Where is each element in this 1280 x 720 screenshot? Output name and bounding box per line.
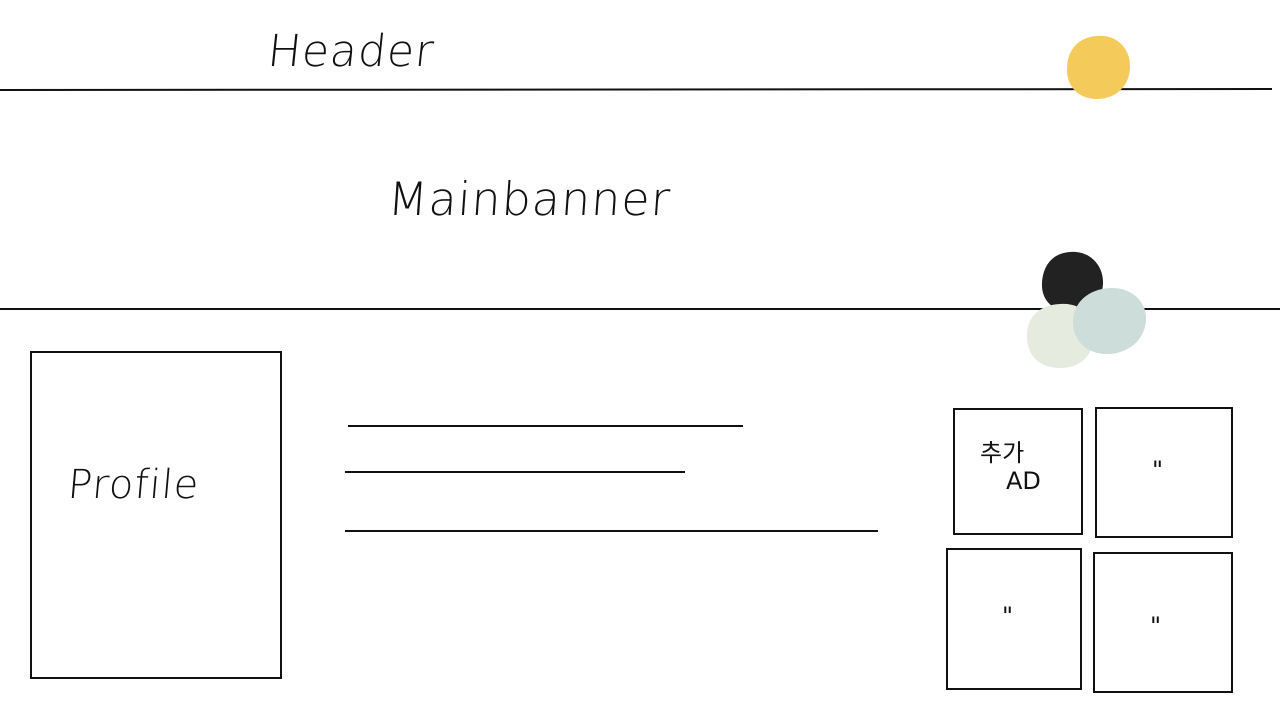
ditto-mark: " [1150,612,1162,640]
ad-tile-4 [1093,552,1233,693]
ditto-mark: " [1152,456,1164,484]
ad-tile-label-line1: 추가 [980,439,1025,467]
ad-tile-label: 추가 AD [980,439,1060,495]
yellow-swatch [1066,35,1131,99]
ad-tile-1 [953,408,1083,535]
profile-label: Profile [65,462,202,508]
ad-tile-3 [946,548,1082,690]
header-divider [0,88,1273,91]
pale-blue-swatch [1073,287,1147,354]
profile-box [30,351,282,679]
header-label: Header [265,26,437,77]
ad-tile-2 [1095,407,1233,538]
mainbanner-label: Mainbanner [386,172,673,226]
ad-tile-label-line2: AD [1006,466,1041,495]
ditto-mark: " [1002,602,1014,630]
